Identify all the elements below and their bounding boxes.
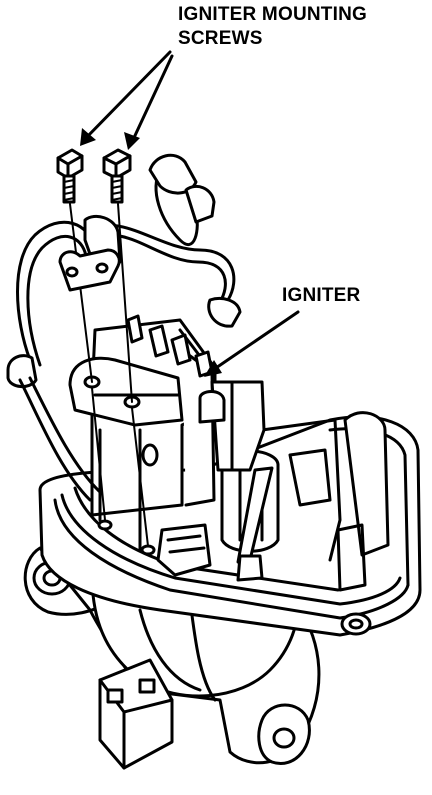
side-bracket [198, 380, 266, 472]
igniter-label: IGNITER [282, 285, 361, 306]
igniter-mounting-screws-label-line2: SCREWS [178, 28, 263, 49]
wiring-connector [98, 658, 174, 770]
mounting-screw-left [56, 148, 84, 204]
igniter-leader-arrow [204, 310, 300, 377]
signal-connector [156, 523, 212, 577]
pickup-arm [236, 466, 274, 582]
mounting-screw-right [102, 148, 132, 204]
housing-interior [260, 411, 390, 592]
screws-leader-arrows [80, 50, 174, 150]
screw-clip [58, 248, 121, 292]
igniter-mounting-screws-label-line1: IGNITER MOUNTING [178, 4, 367, 25]
screw-alignment-lines [69, 203, 149, 547]
